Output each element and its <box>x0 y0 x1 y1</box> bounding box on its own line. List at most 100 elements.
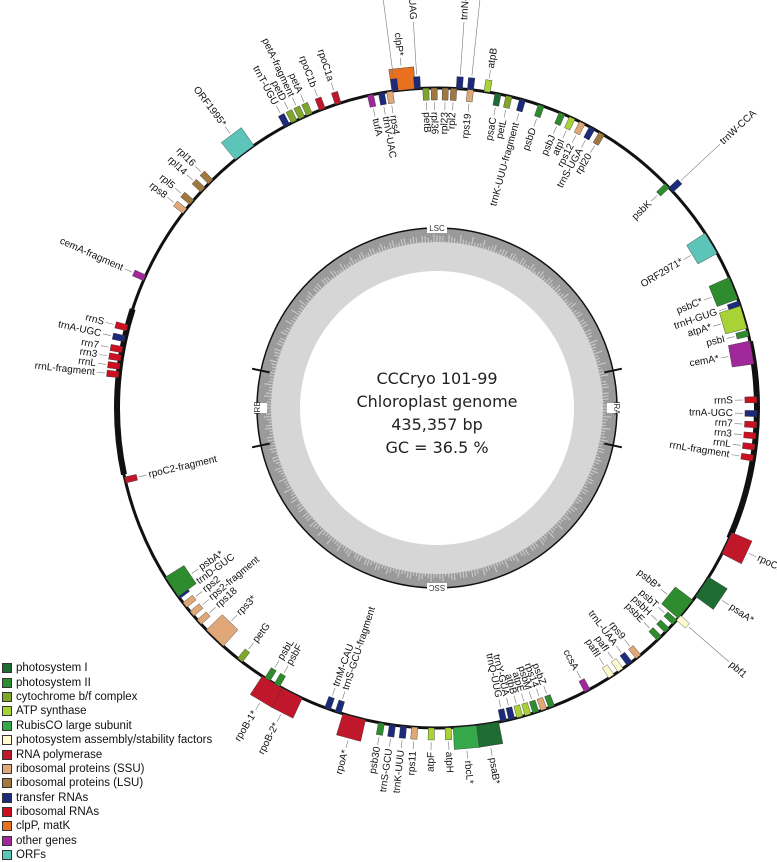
gene-label: atpB <box>486 47 500 69</box>
gene-block <box>602 665 614 678</box>
gene-leader <box>494 108 496 116</box>
legend-item: transfer RNAs <box>2 791 212 805</box>
region-label-irb: IRB <box>247 401 267 414</box>
gene-block <box>315 97 325 110</box>
gene-block <box>221 128 254 160</box>
legend-swatch <box>2 793 12 803</box>
gene-leader <box>195 166 201 172</box>
gene-orf2971-: ORF2971* <box>639 233 717 290</box>
gene-block <box>506 707 515 720</box>
gene-rrnl-fragment: rrnL-fragment <box>669 440 754 461</box>
gene-block <box>593 132 604 145</box>
gene-atpb: atpB <box>484 47 500 93</box>
gene-leader <box>175 188 181 193</box>
gene-leader <box>401 740 402 748</box>
title-line-2: Chloroplast genome <box>356 392 517 411</box>
gene-block <box>534 104 544 117</box>
gene-leader <box>522 694 524 702</box>
gene-label: psbK <box>630 199 654 223</box>
svg-text:LSC: LSC <box>429 224 445 233</box>
gene-block <box>450 88 457 100</box>
legend-item: other genes <box>2 834 212 848</box>
gene-block <box>431 88 437 100</box>
gene-psbd: psbD <box>521 104 544 152</box>
gene-ccsa: ccsA <box>560 648 589 692</box>
gene-block <box>125 474 138 483</box>
gene-leader <box>284 666 288 673</box>
gene-label: psaB* <box>486 757 501 785</box>
gene-leader <box>734 434 742 435</box>
gene-block <box>545 694 555 707</box>
gene-block <box>423 88 429 100</box>
gene-rrns: rrnS <box>714 395 757 406</box>
gene-orf1995-: ORF1995* <box>191 85 254 160</box>
gene-leader <box>203 600 209 605</box>
gene-label: rpoC1a <box>315 48 336 83</box>
legend-label: transfer RNAs <box>16 792 88 804</box>
legend-label: RubisCO large subunit <box>16 720 132 732</box>
region-label-lsc: LSC <box>427 223 447 233</box>
gene-leader <box>517 113 519 121</box>
gene-block <box>132 270 146 281</box>
legend-swatch <box>2 663 12 673</box>
gene-leader <box>225 127 230 133</box>
legend-label: ribosomal proteins (SSU) <box>16 763 144 775</box>
gene-block <box>466 89 473 102</box>
gene-rrnl-fragment: rrnL-fragment <box>34 361 119 378</box>
gene-block <box>325 696 335 709</box>
gene-block <box>537 697 547 710</box>
svg-text:SSC: SSC <box>429 583 446 592</box>
gene-leader <box>721 357 729 358</box>
region-label-ssc: SSC <box>427 583 447 593</box>
gene-leader <box>331 83 333 91</box>
gene-leader <box>292 98 295 105</box>
legend-label: ORFs <box>16 849 46 861</box>
gene-leader <box>168 197 174 202</box>
title-line-1: CCCryo 101-99 <box>376 369 497 388</box>
legend-label: ATP synthase <box>16 705 87 717</box>
gene-label: clpP* <box>392 32 405 56</box>
gene-leader <box>98 363 106 364</box>
legend-item: ribosomal proteins (LSU) <box>2 776 212 790</box>
gene-label: psaA* <box>727 602 755 626</box>
gene-block <box>445 728 452 740</box>
gene-block <box>503 96 512 109</box>
gene-block <box>335 700 344 713</box>
legend-label: other genes <box>16 835 77 847</box>
gene-leader <box>616 646 621 652</box>
gene-block <box>696 577 728 609</box>
gene-pbf1: pbf1 <box>676 616 748 681</box>
gene-leader <box>499 699 501 707</box>
svg-text:IRA: IRA <box>612 401 621 415</box>
gene-block <box>574 121 585 134</box>
legend-item: RubisCO large subunit <box>2 719 212 733</box>
legend-label: ribosomal proteins (LSU) <box>16 777 143 789</box>
gene-block <box>584 127 595 140</box>
gene-rbcl-: rbcL* <box>453 726 479 785</box>
legend-swatch <box>2 850 12 860</box>
legend-item: photosystem assembly/stability factors <box>2 733 212 747</box>
gene-label: trnW-CCA <box>718 108 759 147</box>
gene-leader <box>681 144 720 180</box>
gene-block <box>388 724 396 737</box>
gene-block <box>742 443 755 450</box>
gene-leader <box>400 58 401 66</box>
gene-trnm-cau-fragment: trnM-CAU-fragment <box>467 0 497 90</box>
gene-block <box>687 233 718 264</box>
gene-leader <box>581 140 585 147</box>
gene-rpoc1a: rpoC1a <box>315 48 341 105</box>
gene-rps19: rps19 <box>460 89 474 139</box>
gene-block <box>555 112 565 125</box>
gene-label: trnN-GUU <box>459 0 473 20</box>
gene-leader <box>231 615 237 621</box>
gene-block <box>442 88 448 100</box>
gene-leader <box>749 553 756 556</box>
gene-block <box>516 99 525 112</box>
gene-label: cemA-fragment <box>58 236 125 274</box>
gene-block <box>475 722 502 748</box>
legend-item: photosystem I <box>2 661 212 675</box>
gene-psbk: psbK <box>630 184 669 223</box>
gene-label: pbf1 <box>727 659 749 680</box>
gene-leader <box>713 324 721 326</box>
gene-block <box>467 78 474 91</box>
